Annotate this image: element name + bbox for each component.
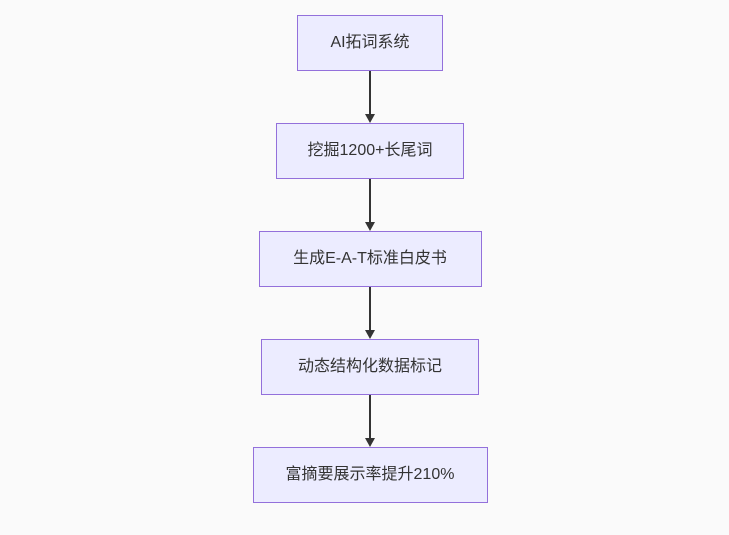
arrow-down-icon [365,287,375,339]
flow-node-rich-snippet-result: 富摘要展示率提升210% [252,447,488,503]
arrow-head-icon [365,222,375,231]
arrow-down-icon [365,395,375,447]
flow-node-longtail-mining: 挖掘1200+长尾词 [276,123,464,179]
arrow-line [369,71,371,114]
arrow-down-icon [365,71,375,123]
flow-node-label: 富摘要展示率提升210% [285,466,455,483]
arrow-line [369,179,371,222]
arrow-head-icon [365,330,375,339]
arrow-head-icon [365,438,375,447]
flow-node-ai-expansion: AI拓词系统 [297,15,443,71]
arrow-down-icon [365,179,375,231]
flow-node-eat-whitepaper: 生成E-A-T标准白皮书 [258,231,482,287]
flow-node-label: 生成E-A-T标准白皮书 [293,250,447,267]
arrow-head-icon [365,114,375,123]
flow-node-structured-data: 动态结构化数据标记 [261,339,479,395]
arrow-line [369,395,371,438]
flow-node-label: 动态结构化数据标记 [297,358,442,375]
flow-node-label: AI拓词系统 [330,34,410,51]
arrow-line [369,287,371,330]
flow-node-label: 挖掘1200+长尾词 [307,142,433,159]
